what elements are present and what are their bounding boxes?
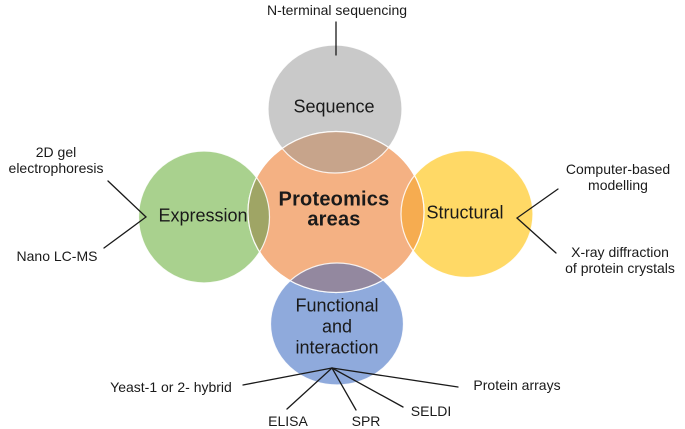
spr-label: SPR — [351, 413, 381, 429]
center-title-line1: Proteomics — [278, 188, 390, 211]
functional-line3: interaction — [295, 337, 379, 358]
xray-line2: of protein crystals — [565, 260, 675, 276]
seldi-label: SELDI — [410, 403, 452, 419]
yeast-hybrid-label: Yeast-1 or 2- hybrid — [110, 379, 232, 395]
functional-area-label: Functional and interaction — [295, 296, 378, 359]
nano-lc-ms-label: Nano LC-MS — [16, 248, 98, 264]
computer-line2: modelling — [588, 177, 648, 193]
2d-gel-line1: 2D gel — [35, 144, 77, 160]
proteomics-areas-title: Proteomics areas — [278, 188, 390, 230]
line-spr — [331, 367, 357, 411]
2d-gel-electrophoresis-label: 2D gel electrophoresis — [9, 144, 104, 176]
computer-line1: Computer-based — [565, 161, 671, 177]
sequence-overlap — [267, 131, 403, 174]
structural-overlap — [400, 149, 424, 279]
functional-line1: Functional — [295, 295, 379, 316]
line-elisa — [286, 367, 333, 410]
functional-overlap — [269, 262, 405, 293]
computer-based-modelling-label: Computer-based modelling — [566, 161, 670, 193]
annotation-lines — [103, 21, 559, 411]
line-structural-techniques — [515, 188, 559, 254]
xray-diffraction-label: X-ray diffraction of protein crystals — [565, 244, 675, 276]
line-yeast — [242, 367, 333, 386]
elisa-label: ELISA — [268, 413, 308, 429]
expression-area-label: Expression — [158, 205, 248, 226]
n-terminal-sequencing-label: N-terminal sequencing — [266, 2, 408, 18]
structural-area-label: Structural — [426, 202, 504, 223]
sequence-area-label: Sequence — [293, 96, 375, 117]
xray-line1: X-ray diffraction — [571, 244, 669, 260]
center-circle-rim — [247, 130, 425, 294]
center-title-line2: areas — [307, 208, 361, 230]
protein-arrays-label: Protein arrays — [473, 377, 561, 393]
2d-gel-line2: electrophoresis — [8, 160, 104, 176]
functional-line2: and — [321, 316, 353, 337]
overlap-lenses — [248, 131, 424, 293]
line-expression-techniques — [103, 180, 148, 249]
line-protein-arrays — [331, 367, 459, 388]
line-seldi — [331, 367, 404, 408]
expression-overlap — [248, 150, 271, 284]
